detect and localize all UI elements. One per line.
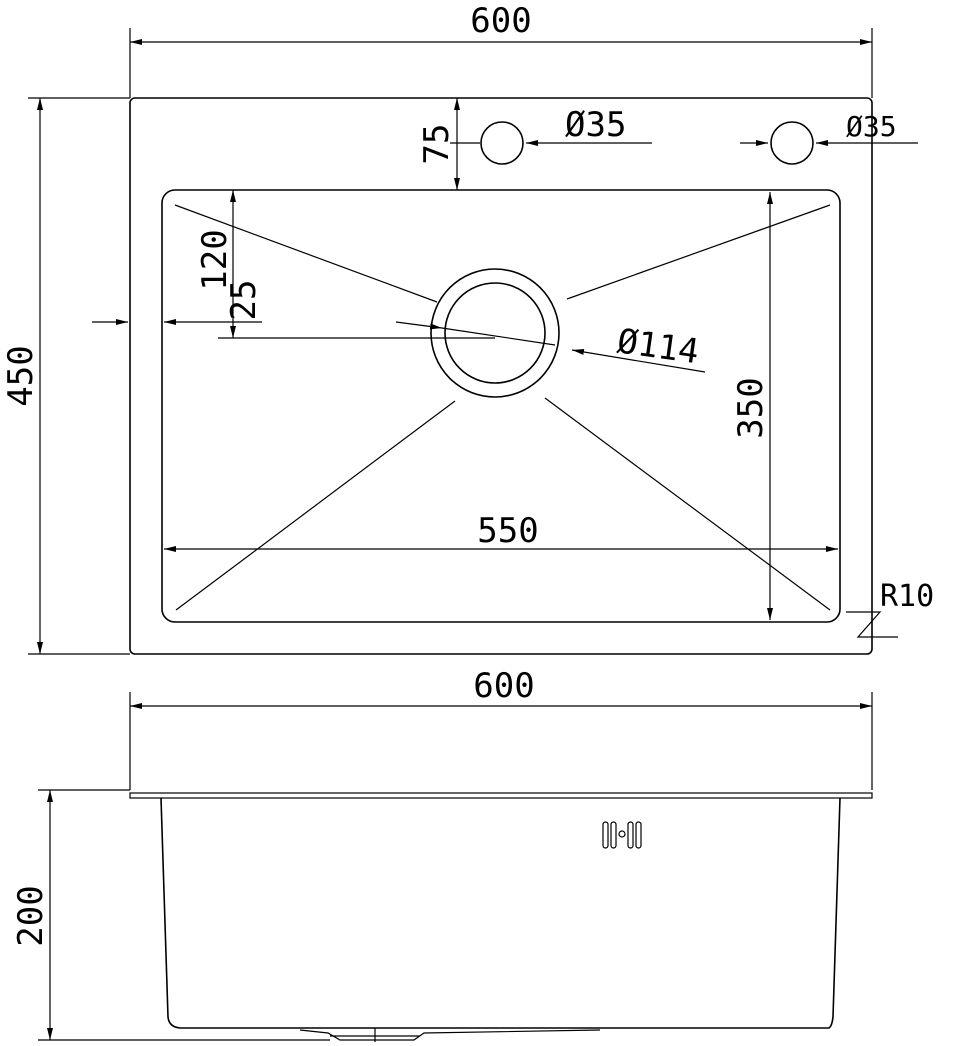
bowl-slope-lines (174, 204, 831, 611)
dim-label: Ø35 (565, 105, 626, 145)
dim-drain-offset-y: 120 (195, 190, 495, 339)
dim-label: Ø35 (846, 110, 897, 143)
dim-tap-hole-left: Ø35 (526, 105, 652, 146)
dim-side-width: 600 (129, 666, 873, 790)
dim-label: 25 (224, 280, 264, 321)
dim-drain-offset-x: 25 (92, 280, 264, 325)
dim-label: 75 (417, 124, 457, 165)
dim-label: Ø114 (615, 321, 702, 372)
dim-label: 600 (470, 1, 531, 41)
dim-overall-width: 600 (129, 1, 873, 98)
dim-overall-depth: 450 (1, 97, 130, 655)
dim-bowl-width: 550 (164, 511, 838, 552)
dim-tap-hole-right: Ø35 (740, 110, 918, 146)
dim-bowl-height: 200 (11, 789, 330, 1041)
dim-corner-radius: R10 (846, 579, 934, 638)
dim-label: 200 (11, 885, 51, 946)
dim-label: 350 (731, 377, 771, 438)
drain-outlet (299, 1028, 601, 1042)
top-view: 600 450 75 Ø35 Ø35 (1, 1, 934, 655)
overflow-slots (602, 821, 642, 849)
dim-bowl-depth: 350 (731, 192, 773, 620)
dim-label: 550 (477, 511, 538, 551)
tap-hole-right (770, 121, 814, 165)
dim-label: 120 (195, 229, 235, 290)
sink-outline (129, 97, 873, 655)
drain-inner (444, 282, 546, 384)
bowl-outline (161, 189, 841, 623)
sink-rim (129, 792, 873, 799)
bowl-profile (160, 797, 841, 1029)
dim-label: 600 (473, 666, 534, 706)
side-view: 600 200 (11, 666, 873, 1042)
dim-label: 450 (1, 345, 41, 406)
dim-tap-offset: 75 (417, 98, 480, 190)
tap-hole-left (480, 121, 524, 165)
drain-outer (430, 268, 560, 398)
dim-label: R10 (880, 579, 934, 614)
